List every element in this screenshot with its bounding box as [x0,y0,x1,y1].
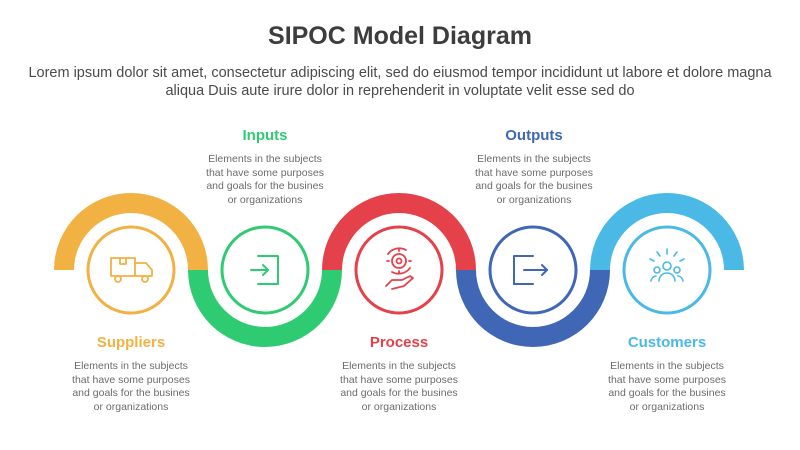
delivery-truck-icon [110,257,153,283]
inputs-label: Inputs [242,127,288,144]
inputs-description: Elements in the subjects that have some … [206,153,324,206]
suppliers-label: Suppliers [96,334,166,351]
suppliers-circle [86,225,176,315]
page-title: SIPOC Model Diagram [268,22,532,50]
process-arc [322,193,476,270]
enter-arrow-icon [250,255,279,285]
gear-hand-icon [385,247,414,290]
outputs-label: Outputs [505,127,563,144]
process-circle [354,225,444,315]
suppliers-description: Elements in the subjects that have some … [72,360,190,413]
customers-label: Customers [627,334,707,351]
process-description: Elements in the subjects that have some … [340,360,458,413]
customers-arc [590,193,744,270]
exit-arrow-icon [513,255,548,285]
process-label: Process [369,334,429,351]
suppliers-arc [54,193,208,270]
inputs-arc [188,270,342,347]
page-subtitle: Lorem ipsum dolor sit amet, consectetur … [28,65,772,99]
outputs-arc [456,270,610,347]
outputs-description: Elements in the subjects that have some … [475,153,593,206]
customers-description: Elements in the subjects that have some … [608,360,726,413]
customers-group-icon [649,248,685,282]
